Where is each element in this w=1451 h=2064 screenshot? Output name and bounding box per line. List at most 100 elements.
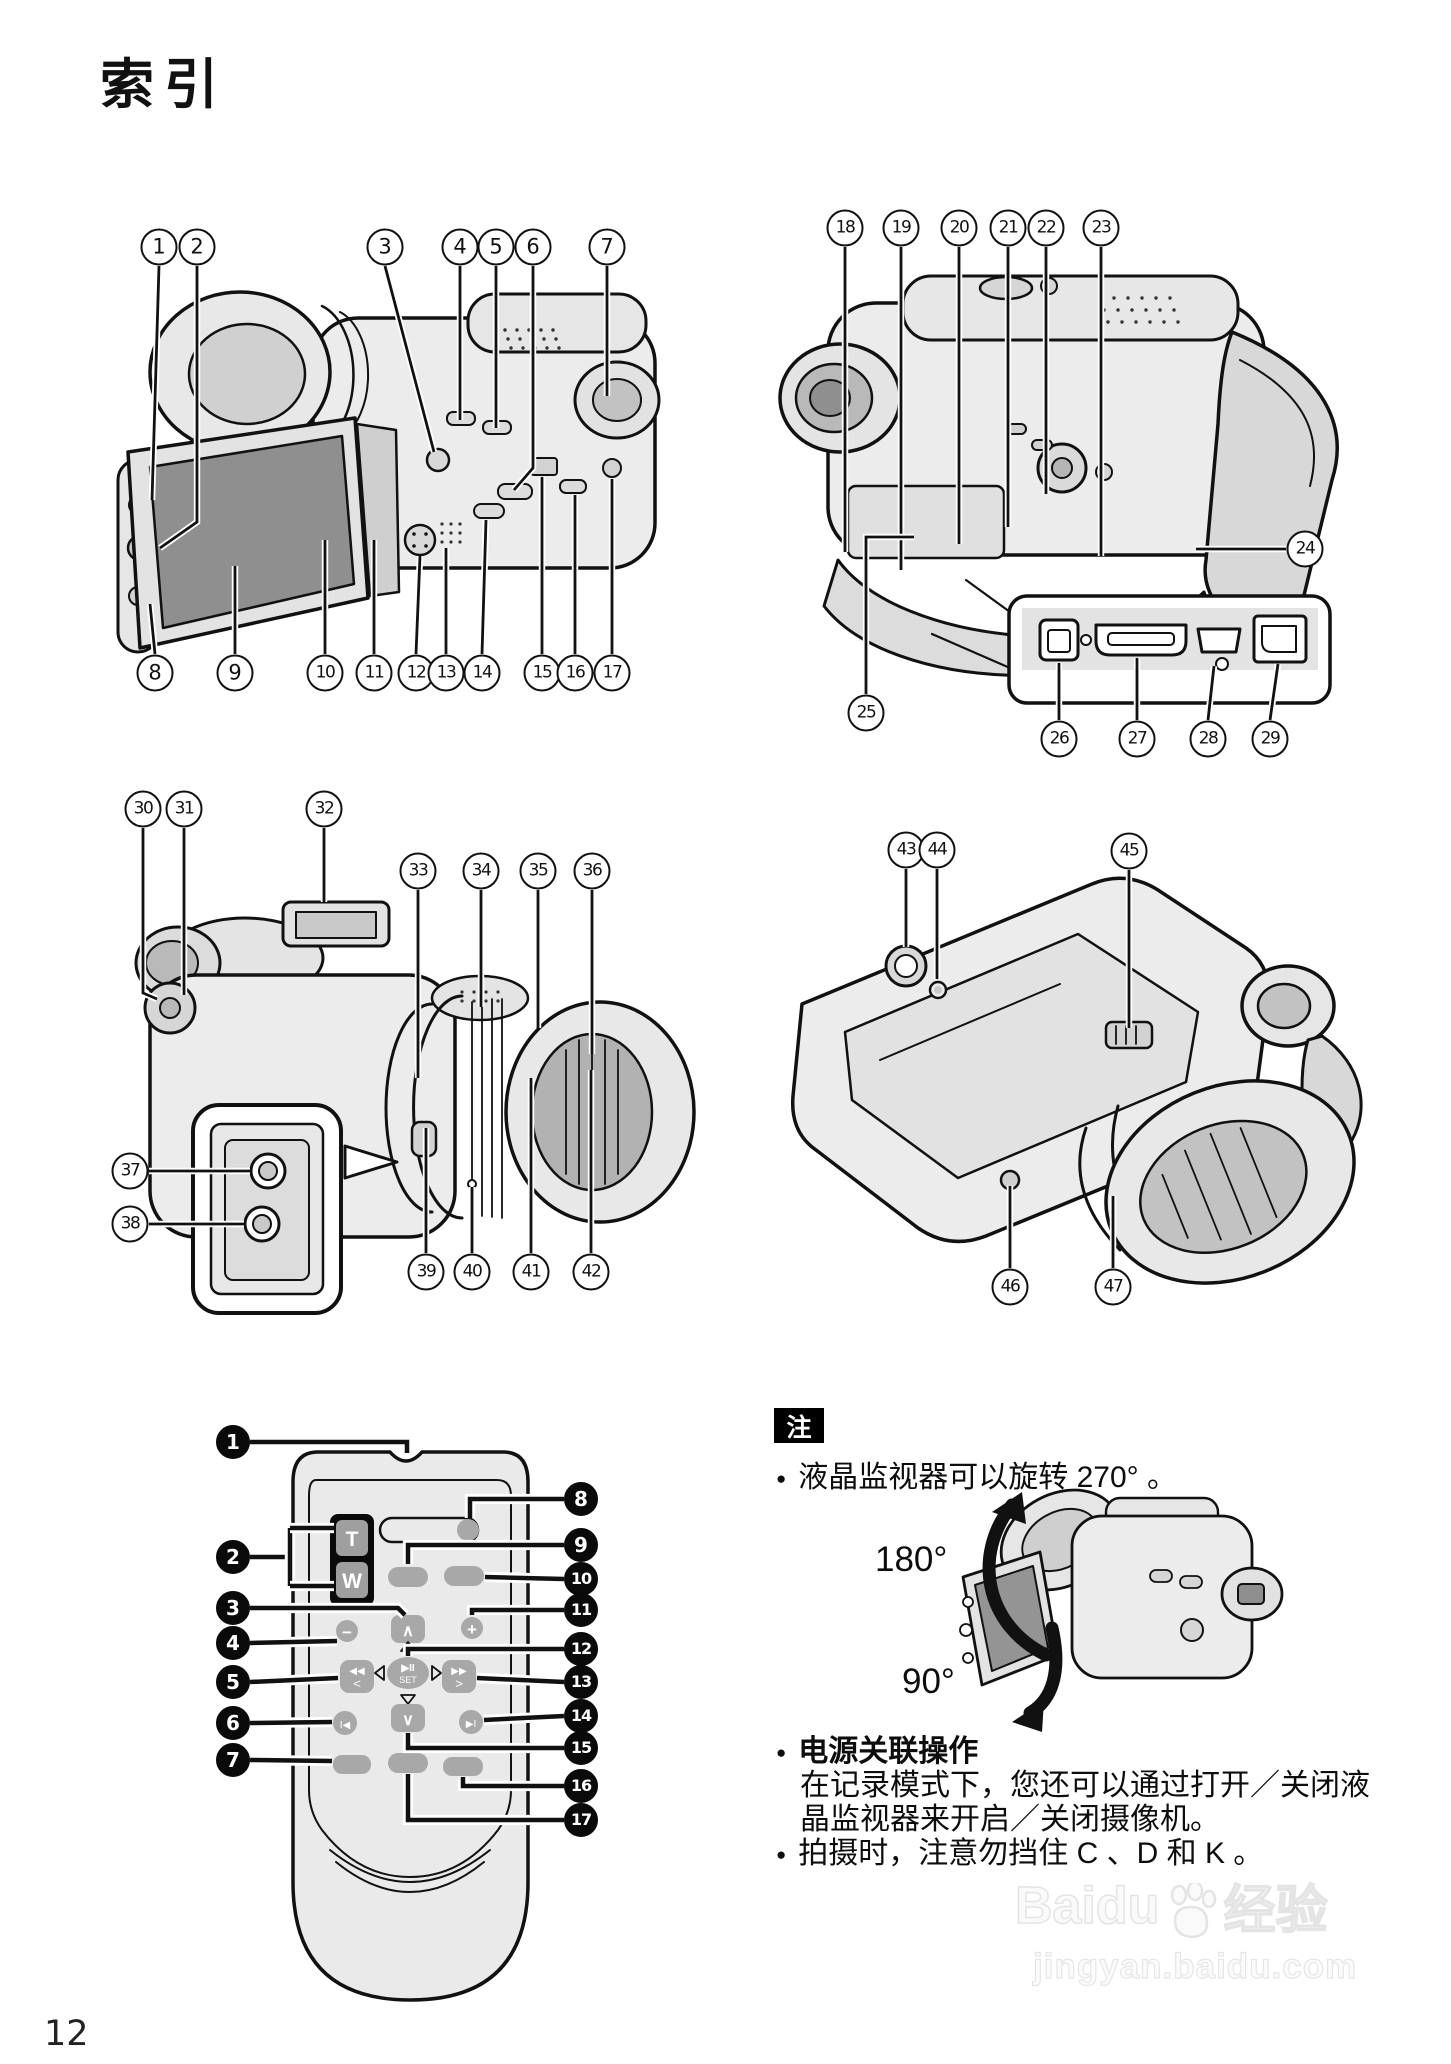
callout-9: 9 xyxy=(216,654,254,692)
ff-icon: ▶▶ xyxy=(451,1666,467,1677)
callout-34: 34 xyxy=(462,852,500,890)
callout-23: 23 xyxy=(1082,209,1120,247)
right-chevron-icon: > xyxy=(455,1676,463,1691)
callout-5: 5 xyxy=(477,228,515,266)
callout-36: 36 xyxy=(573,852,611,890)
remote-callout-13: 13 xyxy=(564,1665,598,1699)
zoom-tele-button[interactable] xyxy=(336,1520,368,1556)
callout-46: 46 xyxy=(991,1268,1029,1306)
callout-35: 35 xyxy=(519,852,557,890)
remote-control: T W ∧ − + ◀◀ < ▶▶ > ▶II SET I xyxy=(291,1450,530,2002)
callout-43: 43 xyxy=(887,831,925,869)
mic-grille xyxy=(1098,296,1180,324)
note-lcd-rotation: 液晶监视器可以旋转 270° 。 xyxy=(776,1452,1177,1496)
up-button[interactable] xyxy=(391,1615,425,1643)
camcorder-front-view xyxy=(134,900,696,1315)
callout-37: 37 xyxy=(111,1152,149,1190)
rotate-up-arrow xyxy=(982,1498,1053,1662)
callout-47: 47 xyxy=(1094,1268,1132,1306)
callout-38: 38 xyxy=(111,1205,149,1243)
callout-14: 14 xyxy=(463,654,501,692)
watermark-brand-latin: Baidu xyxy=(1014,1876,1160,1936)
callout-24: 24 xyxy=(1286,530,1324,568)
paw-icon xyxy=(1171,1882,1217,1938)
note-power-title: 电源关联操作 xyxy=(776,1726,978,1770)
callout-1: 1 xyxy=(140,228,178,266)
wide-label: W xyxy=(342,1570,362,1593)
callout-25: 25 xyxy=(847,694,885,732)
info-button[interactable] xyxy=(388,1567,428,1587)
callout-19: 19 xyxy=(882,209,920,247)
remote-callout-9: 9 xyxy=(564,1528,598,1562)
callout-29: 29 xyxy=(1251,720,1289,758)
note-power-line1: 在记录模式下，您还可以通过打开／关闭液 xyxy=(800,1769,1370,1802)
rewind-left-button[interactable] xyxy=(340,1660,374,1693)
remote-callout-3: 3 xyxy=(216,1591,250,1625)
remote-callout-17: 17 xyxy=(564,1803,598,1837)
down-button[interactable] xyxy=(391,1704,425,1732)
remote-callout-14: 14 xyxy=(564,1699,598,1733)
callout-3: 3 xyxy=(366,228,404,266)
callout-41: 41 xyxy=(512,1253,550,1291)
callout-18: 18 xyxy=(826,209,864,247)
callout-31: 31 xyxy=(165,790,203,828)
callout-11: 11 xyxy=(355,654,393,692)
plus-button[interactable] xyxy=(461,1617,483,1639)
callout-45: 45 xyxy=(1110,832,1148,870)
index-button[interactable] xyxy=(333,1755,371,1774)
callout-44: 44 xyxy=(918,831,956,869)
minus-button[interactable] xyxy=(336,1620,358,1642)
date-button[interactable] xyxy=(388,1753,428,1773)
watermark-url: jingyan.baidu.com xyxy=(1032,1946,1358,1986)
callout-26: 26 xyxy=(1040,720,1078,758)
skip-forward-icon: ▶I xyxy=(466,1719,476,1730)
callout-2: 2 xyxy=(178,228,216,266)
remote-callout-8: 8 xyxy=(564,1482,598,1516)
rewind-icon: ◀◀ xyxy=(349,1666,365,1677)
set-label: SET xyxy=(399,1675,417,1685)
watermark: Baidu 经验 jingyan.baidu.com xyxy=(1014,1868,1358,1987)
callout-39: 39 xyxy=(407,1253,445,1291)
tele-label: T xyxy=(346,1528,359,1551)
callout-4: 4 xyxy=(441,228,479,266)
callout-22: 22 xyxy=(1027,209,1065,247)
note-tag: 注 xyxy=(774,1408,824,1443)
snapshot-button[interactable] xyxy=(457,1519,479,1541)
left-chevron-icon: < xyxy=(353,1676,361,1691)
remote-callout-2: 2 xyxy=(216,1540,250,1574)
lcd-screen xyxy=(148,434,356,630)
usb-port xyxy=(1196,627,1242,654)
skip-back-button[interactable] xyxy=(333,1711,357,1735)
menu-button[interactable] xyxy=(443,1757,483,1776)
remote-callout-15: 15 xyxy=(564,1731,598,1765)
watermark-brand-cn: 经验 xyxy=(1223,1881,1329,1941)
callout-17: 17 xyxy=(593,654,631,692)
inset-pointer-arrow xyxy=(343,1144,399,1180)
remote-callout-4: 4 xyxy=(216,1626,250,1660)
remote-callout-16: 16 xyxy=(564,1769,598,1803)
remote-callout-7: 7 xyxy=(216,1743,250,1777)
page-number: 12 xyxy=(44,2014,89,2054)
callout-32: 32 xyxy=(305,790,343,828)
callout-15: 15 xyxy=(523,654,561,692)
display-button[interactable] xyxy=(444,1566,484,1586)
callout-10: 10 xyxy=(306,654,344,692)
callout-20: 20 xyxy=(940,209,978,247)
zoom-wide-button[interactable] xyxy=(336,1562,368,1598)
remote-callout-11: 11 xyxy=(564,1593,598,1627)
skip-forward-button[interactable] xyxy=(459,1710,483,1734)
callout-8: 8 xyxy=(136,654,174,692)
play-pause-set-button[interactable] xyxy=(387,1657,429,1689)
page-title: 索引 xyxy=(100,55,228,115)
camcorder-bottom-view xyxy=(790,876,1363,1285)
callout-21: 21 xyxy=(989,209,1027,247)
skip-back-icon: I◀ xyxy=(340,1720,351,1731)
callout-13: 13 xyxy=(427,654,465,692)
play-pause-icon: ▶II xyxy=(400,1663,414,1674)
down-arrow-icon: ∨ xyxy=(402,1712,414,1729)
focus-ring xyxy=(471,998,503,1219)
ff-right-button[interactable] xyxy=(442,1660,476,1693)
remote-callout-5: 5 xyxy=(216,1665,250,1699)
